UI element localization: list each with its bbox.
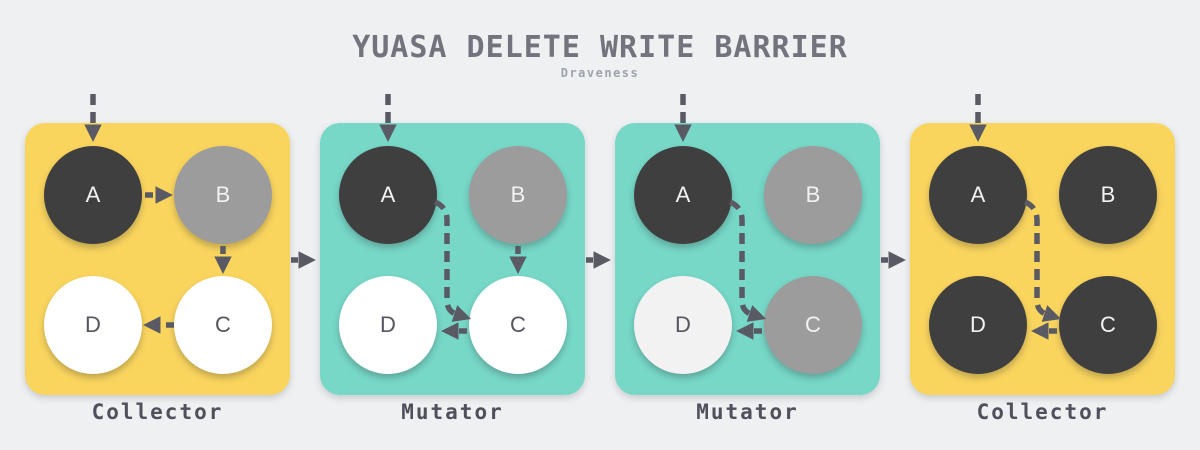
node-circle-d: D [929,276,1027,374]
node-circle-a: A [929,146,1027,244]
page-title: YUASA DELETE WRITE BARRIER [352,30,848,65]
node-label: D [380,312,396,337]
panel-label-collector-end: Collector [976,400,1109,424]
node-label: C [805,312,821,337]
node-circle-d: D [44,276,142,374]
node-label: B [805,182,821,207]
node-label: D [970,312,986,337]
panel-label-collector-start: Collector [91,400,224,424]
node-label: A [380,182,396,207]
node-circle-c: C [469,276,567,374]
node-label: D [675,312,691,337]
node-label: C [510,312,526,337]
panel-collector-end: A B C D [910,123,1175,395]
node-label: A [675,182,691,207]
panel-collector-start: A B C D [25,123,290,395]
node-label: B [215,182,231,207]
node-label: A [85,182,101,207]
node-label: A [970,182,986,207]
node-circle-c: C [174,276,272,374]
panel-label-mutator-2: Mutator [696,400,799,424]
node-circle-c: C [764,276,862,374]
node-circle-a: A [339,146,437,244]
node-label: B [510,182,526,207]
node-circle-c: C [1059,276,1157,374]
node-label: C [1100,312,1116,337]
node-circle-a: A [634,146,732,244]
node-circle-d: D [634,276,732,374]
page-subtitle: Draveness [560,66,640,80]
node-circle-a: A [44,146,142,244]
node-circle-b: B [469,146,567,244]
panel-mutator-1: A B C D [320,123,585,395]
node-circle-b: B [1059,146,1157,244]
node-label: D [85,312,101,337]
panel-label-mutator-1: Mutator [401,400,504,424]
panel-mutator-2: A B C D [615,123,880,395]
node-label: B [1100,182,1116,207]
node-label: C [215,312,231,337]
node-circle-b: B [174,146,272,244]
node-circle-b: B [764,146,862,244]
node-circle-d: D [339,276,437,374]
